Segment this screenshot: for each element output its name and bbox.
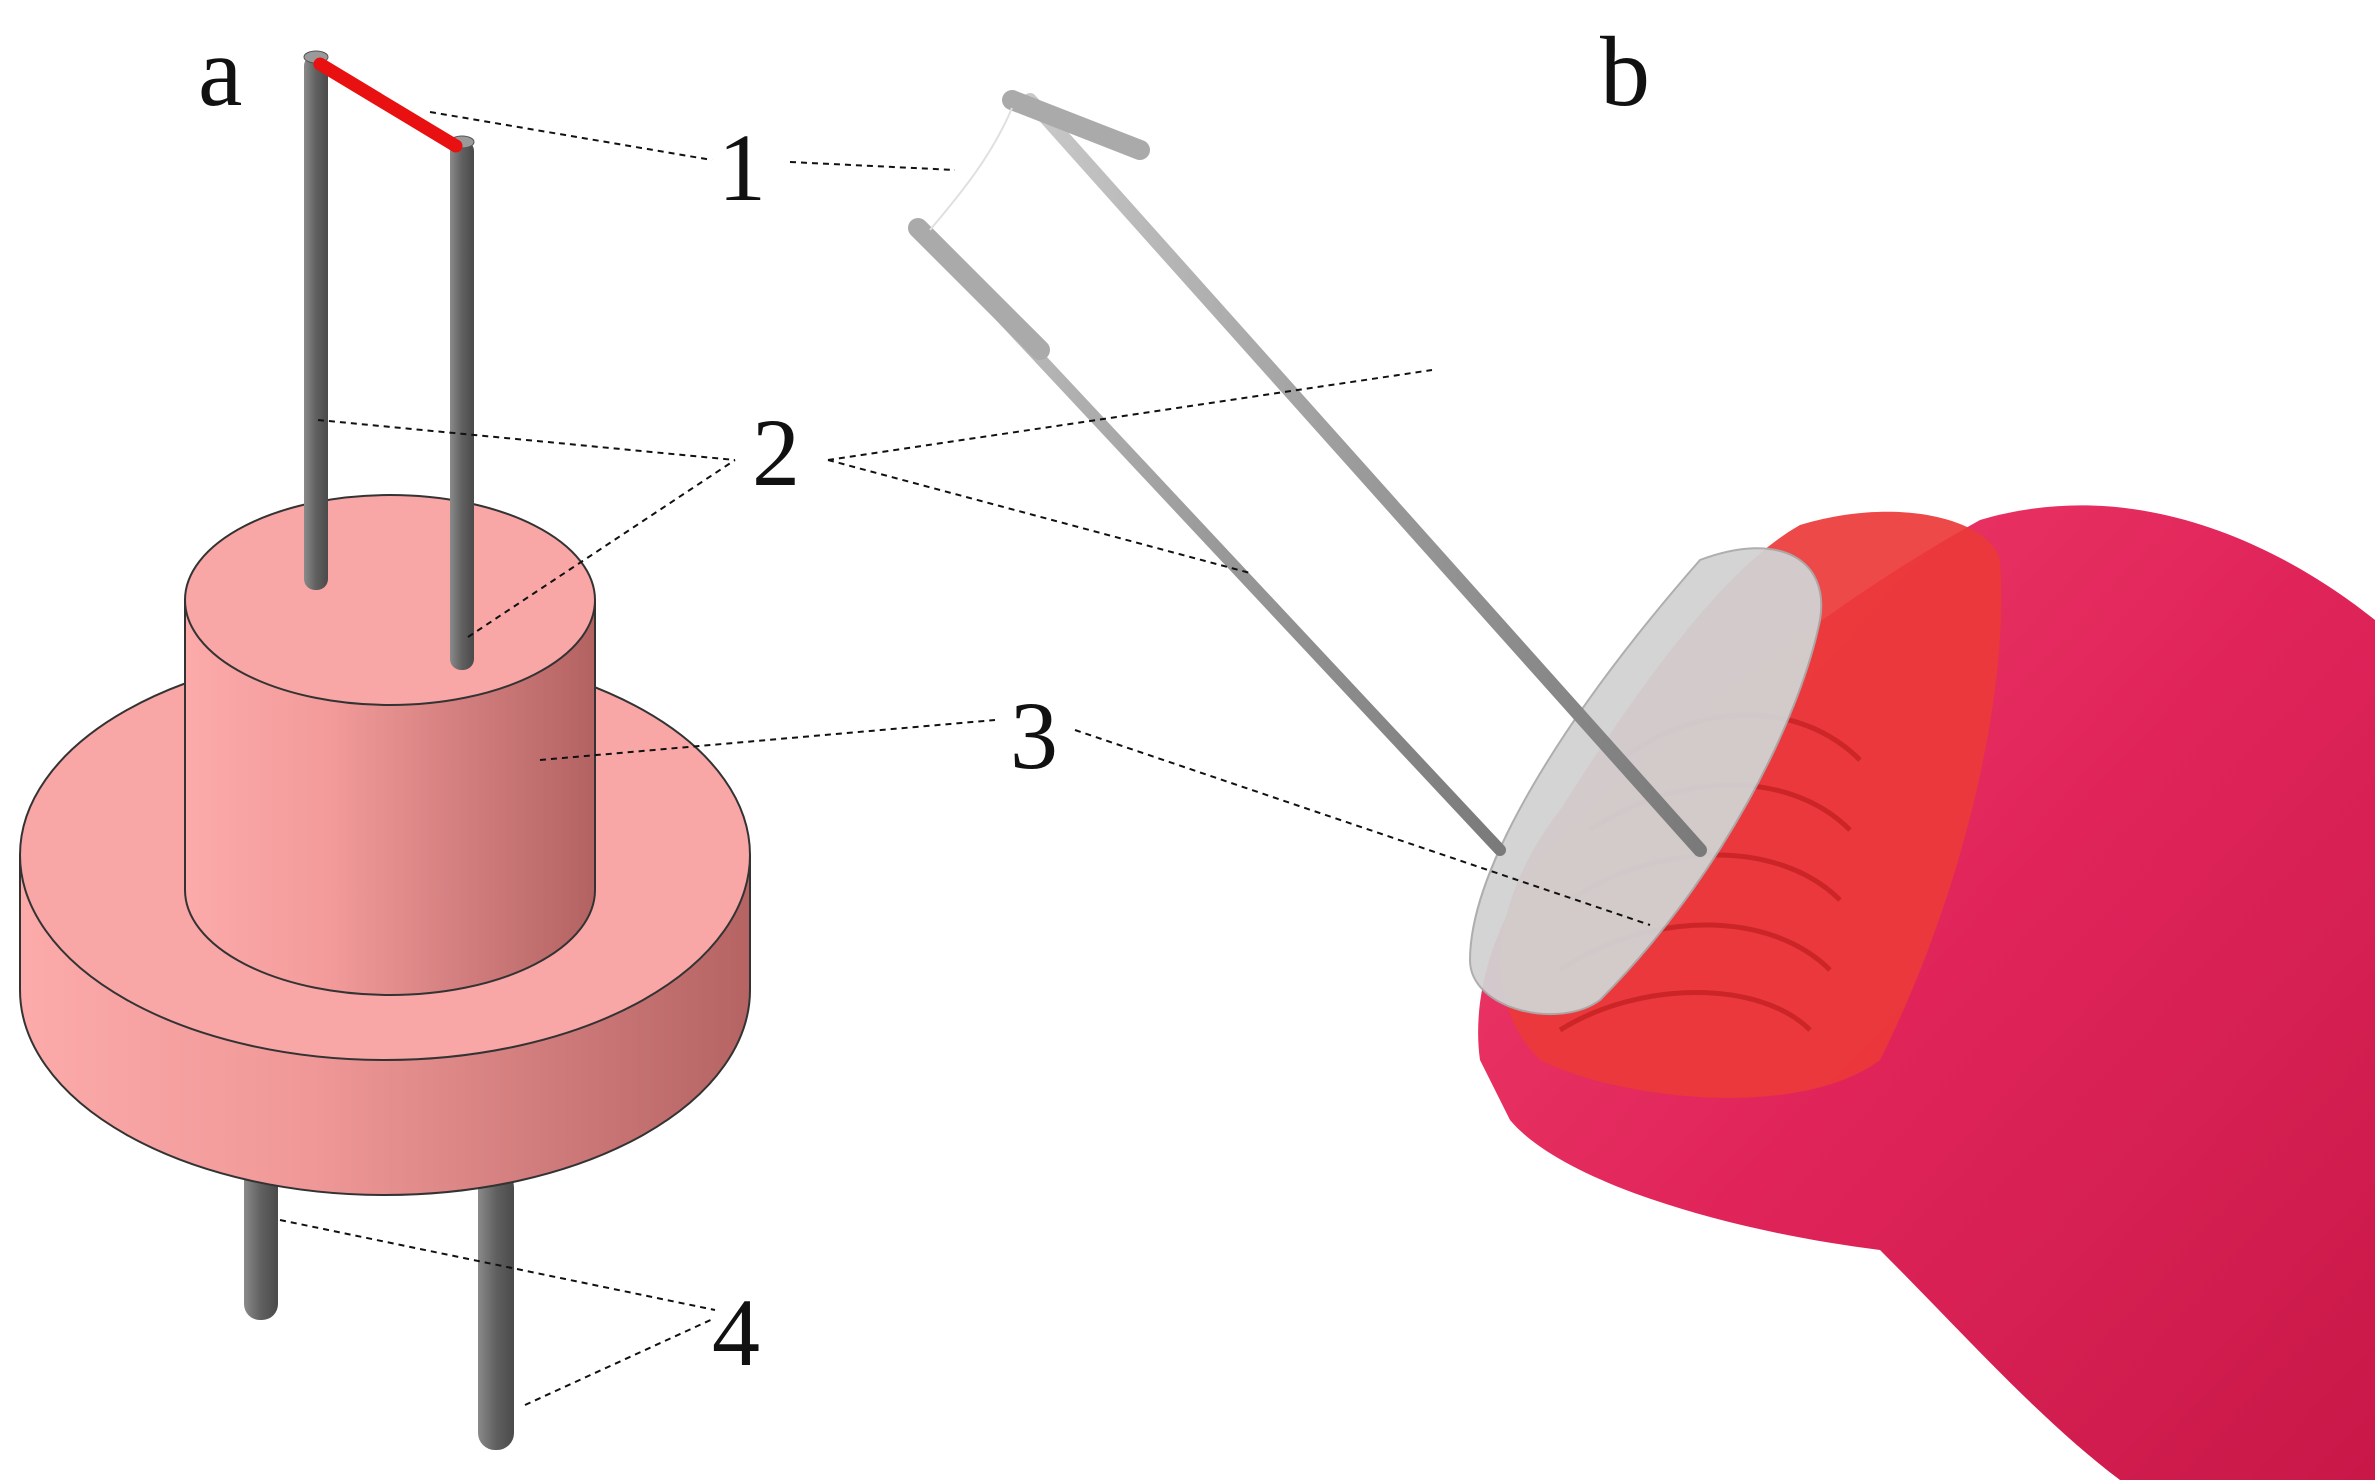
panel-label-b: b [1600, 16, 1650, 127]
upper-cylinder-side [184, 599, 596, 996]
callout-2: 2 [752, 399, 800, 506]
upper-cylinder-top [184, 494, 596, 706]
photo-panel-b [908, 90, 2375, 1480]
leader-lines [279, 111, 1651, 1406]
photo-filament [929, 107, 1013, 231]
support-pin-left [304, 55, 328, 590]
callout-4: 4 [712, 1279, 760, 1386]
filament [313, 57, 463, 153]
callout-3: 3 [1010, 682, 1058, 789]
lead-pin-left [244, 1150, 278, 1320]
panel-label-a: a [198, 16, 243, 127]
lead-pin-right [478, 1170, 514, 1450]
photo-wire-right [1023, 93, 1707, 857]
callout-1: 1 [718, 114, 766, 221]
support-pin-right [450, 140, 474, 670]
schematic-panel-a [19, 50, 751, 1450]
